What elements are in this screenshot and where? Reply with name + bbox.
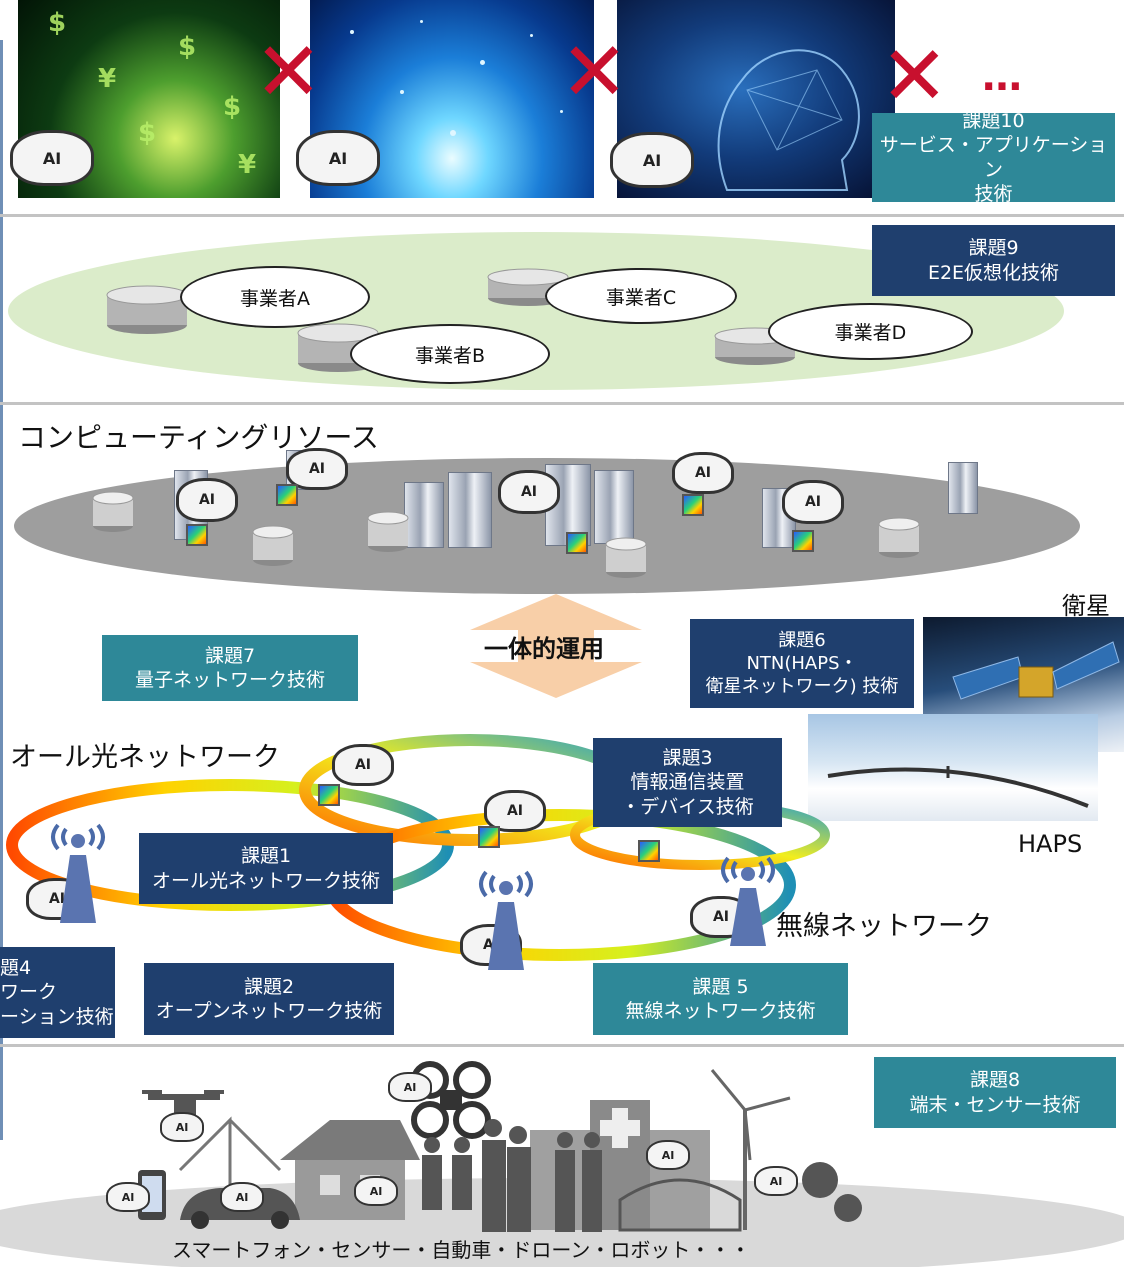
- task8-line2: 端末・センサー技術: [909, 1093, 1081, 1116]
- database-icon: [605, 537, 647, 578]
- cross-icon-3: ✕: [880, 29, 949, 124]
- more-ellipsis: …: [982, 54, 1024, 100]
- cross-icon-1: ✕: [254, 25, 323, 120]
- divider-1: [0, 214, 1124, 217]
- devices-scene: [138, 1061, 862, 1232]
- brain-ai-icon: AI: [754, 1166, 798, 1196]
- database-icon: [367, 511, 409, 552]
- task6-number: 課題6: [778, 629, 826, 651]
- server-icon: [948, 462, 978, 514]
- cross-icon-2: ✕: [560, 25, 629, 120]
- chip-icon: [682, 494, 704, 516]
- task4-box: 題4 ワーク ーション技術: [0, 947, 115, 1038]
- brain-ai-icon: AI: [106, 1182, 150, 1212]
- brain-ai-icon: AI: [286, 448, 348, 490]
- integrated-operation-label: 一体的運用: [484, 635, 604, 663]
- operator-b-bubble: 事業者B: [350, 324, 550, 384]
- all-optical-network-label: オール光ネットワーク: [10, 742, 280, 773]
- database-icon: [252, 525, 294, 566]
- brain-ai-icon: AI: [498, 470, 560, 514]
- task7-box: 課題7 量子ネットワーク技術: [102, 635, 358, 701]
- quadcopter-icon: [411, 1061, 491, 1139]
- task5-box: 課題 5 無線ネットワーク技術: [593, 963, 848, 1035]
- divider-3: [0, 1044, 1124, 1047]
- haps-image: [808, 714, 1098, 821]
- brain-ai-icon: AI: [220, 1182, 264, 1212]
- chip-icon: [478, 826, 500, 848]
- brain-ai-icon: AI: [176, 478, 238, 522]
- haps-label: HAPS: [1018, 830, 1083, 858]
- server-icon: [594, 470, 634, 544]
- task3-line2: 情報通信装置: [630, 771, 745, 794]
- brain-ai-icon: AI: [332, 744, 394, 786]
- brain-ai-icon: AI: [610, 132, 694, 188]
- operator-a-bubble: 事業者A: [180, 266, 370, 328]
- wireframe-head-icon: [717, 49, 860, 191]
- chip-icon: [186, 524, 208, 546]
- database-icon: [878, 517, 920, 558]
- task6-line2: NTN(HAPS・: [746, 652, 858, 674]
- devices-caption: スマートフォン・センサー・自動車・ドローン・ロボット・・・: [172, 1238, 751, 1262]
- brain-ai-icon: AI: [646, 1140, 690, 1170]
- task10-number: 課題10: [962, 109, 1025, 132]
- haps-aircraft-icon: [827, 766, 1089, 808]
- brain-ai-icon: AI: [388, 1072, 432, 1102]
- task8-number: 課題8: [969, 1069, 1021, 1092]
- antenna-icon: [479, 870, 533, 970]
- database-icon: [106, 285, 188, 334]
- task4-line3: ーション技術: [0, 1005, 114, 1028]
- antenna-icon: [51, 823, 105, 923]
- task4-number: 題4: [0, 957, 32, 980]
- task9-number: 課題9: [968, 237, 1019, 260]
- brain-ai-icon: AI: [484, 790, 546, 832]
- wireless-network-label: 無線ネットワーク: [776, 911, 992, 942]
- brain-ai-icon: AI: [782, 480, 844, 524]
- task10-box: 課題10 サービス・アプリケーション 技術: [872, 110, 1115, 205]
- task7-line2: 量子ネットワーク技術: [134, 669, 325, 691]
- task8-box: 課題8 端末・センサー技術: [874, 1057, 1116, 1128]
- chip-icon: [276, 484, 298, 506]
- database-icon: [92, 491, 134, 532]
- task1-number: 課題1: [240, 845, 292, 868]
- chip-icon: [318, 784, 340, 806]
- satellite-label: 衛星: [1062, 592, 1110, 620]
- operator-c-bubble: 事業者C: [545, 268, 737, 324]
- chip-icon: [638, 840, 660, 862]
- task6-box: 課題6 NTN(HAPS・ 衛星ネットワーク) 技術: [690, 619, 914, 708]
- brain-ai-icon: AI: [354, 1176, 398, 1206]
- task3-line3: ・デバイス技術: [621, 795, 754, 818]
- brain-ai-icon: AI: [160, 1112, 204, 1142]
- task1-line2: オール光ネットワーク技術: [151, 869, 380, 892]
- task9-box: 課題9 E2E仮想化技術: [872, 225, 1115, 296]
- task3-box: 課題3 情報通信装置 ・デバイス技術: [593, 738, 782, 827]
- task3-number: 課題3: [662, 747, 713, 770]
- task5-line2: 無線ネットワーク技術: [625, 1000, 816, 1022]
- task9-line2: E2E仮想化技術: [927, 261, 1060, 284]
- task5-number: 課題 5: [692, 975, 749, 998]
- task6-line3: 衛星ネットワーク) 技術: [705, 676, 899, 698]
- left-border-line: [0, 40, 3, 1140]
- operator-d-bubble: 事業者D: [768, 303, 973, 360]
- task10-line3: 技術: [974, 182, 1013, 205]
- task10-line2: サービス・アプリケーション: [879, 134, 1108, 181]
- task2-number: 課題2: [243, 975, 295, 998]
- brain-ai-icon: AI: [296, 130, 380, 186]
- server-icon: [404, 482, 444, 548]
- task4-line2: ワーク: [0, 981, 58, 1004]
- chip-icon: [792, 530, 814, 552]
- brain-ai-icon: AI: [10, 130, 94, 186]
- brain-ai-icon: AI: [672, 452, 734, 494]
- task2-box: 課題2 オープンネットワーク技術: [144, 963, 394, 1035]
- divider-2: [0, 402, 1124, 405]
- server-icon: [448, 472, 492, 548]
- chip-icon: [566, 532, 588, 554]
- task1-box: 課題1 オール光ネットワーク技術: [139, 833, 393, 904]
- double-arrow-icon: [470, 594, 642, 698]
- task7-number: 課題7: [204, 644, 256, 667]
- task2-line2: オープンネットワーク技術: [155, 1000, 383, 1022]
- database-icon: [487, 268, 569, 306]
- satellite-icon: [952, 641, 1120, 700]
- antenna-icon: [721, 856, 775, 946]
